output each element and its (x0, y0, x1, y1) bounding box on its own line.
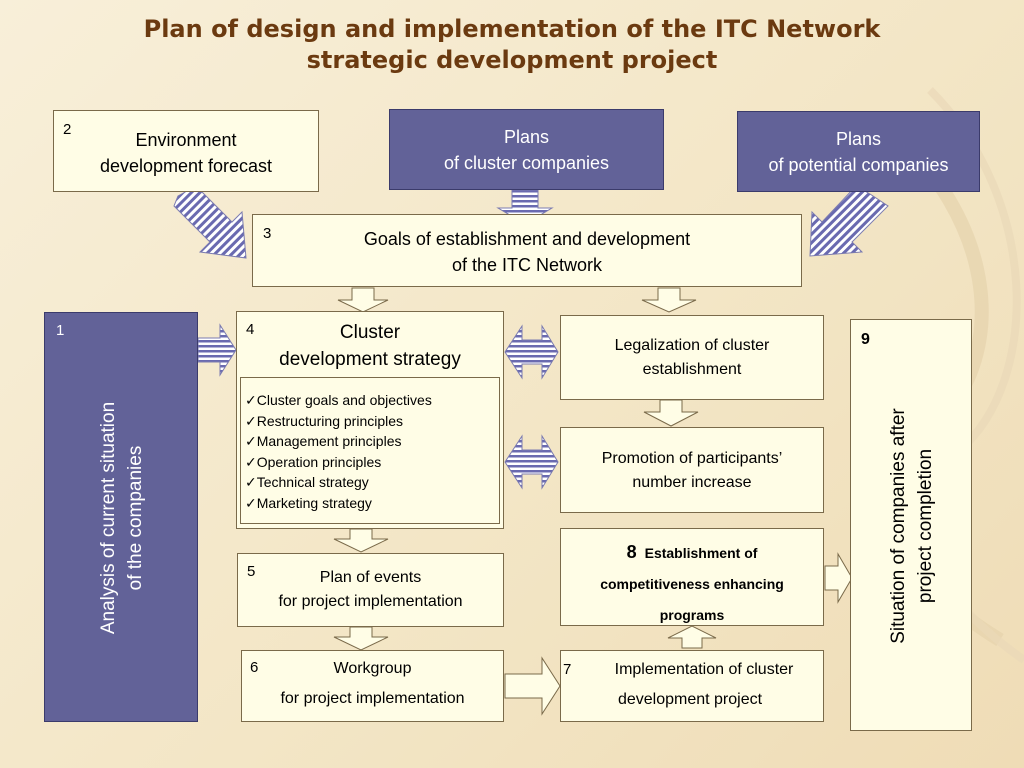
box-number: 7 (563, 661, 572, 678)
box-text-line: Cluster (339, 322, 401, 343)
list-item: Operation principles (245, 452, 499, 473)
arrow-forecast-to-goals (173, 185, 247, 259)
box-text-line: for project implementation (278, 593, 463, 610)
title-line-2: strategic development project (306, 46, 718, 74)
box-promotion: Promotion of participants’ number increa… (560, 427, 824, 513)
box-number: 1 (56, 322, 65, 339)
strategy-components-list: Cluster goals and objectives Restructuri… (240, 377, 500, 524)
list-item: Restructuring principles (245, 411, 499, 432)
box-text-line: programs (659, 607, 725, 623)
arrow-implementation-to-establishment (667, 625, 717, 649)
box-text-line: of the ITC Network (451, 255, 603, 275)
box-text-line: of potential companies (768, 155, 949, 175)
arrow-establishment-to-situation (824, 552, 853, 604)
list-item: Technical strategy (245, 472, 499, 493)
list-item: Cluster goals and objectives (245, 390, 499, 411)
box-cluster-strategy: 4 Cluster development strategy Cluster g… (236, 311, 504, 529)
arrow-strategy-promotion (504, 434, 559, 490)
arrow-analysis-to-strategy (197, 323, 237, 377)
arrow-potential-plans-to-goals (809, 185, 889, 257)
box-text-line: development strategy (279, 349, 461, 370)
box-text-line: Plan of events (319, 569, 422, 586)
box-text-line: Situation of companies after (888, 408, 909, 644)
box-legalization: Legalization of cluster establishment (560, 315, 824, 400)
box-situation-after-completion: 9 Situation of companies after project c… (850, 319, 972, 731)
box-plans-cluster-companies: Plans of cluster companies (389, 109, 664, 190)
box-text-line: development forecast (99, 156, 273, 176)
box-text-line: Plans (503, 127, 550, 147)
diagram-title: Plan of design and implementation of the… (0, 14, 1024, 76)
box-text-line: Workgroup (333, 660, 412, 677)
arrow-legalization-to-promotion (643, 399, 699, 427)
box-establishment-programs: 8 Establishment of competitiveness enhanc… (560, 528, 824, 626)
box-text-line: establishment (642, 361, 742, 378)
box-text-line: Goals of establishment and development (363, 229, 691, 249)
arrow-goals-to-strategy (337, 287, 389, 313)
box-text-line: for project implementation (280, 690, 465, 707)
box-text-line: Implementation of cluster (614, 661, 794, 678)
arrow-strategy-legalization (504, 324, 559, 380)
box-text-line: project completion (915, 448, 936, 604)
box-implementation: 7 Implementation of cluster development … (560, 650, 824, 722)
box-number: 3 (263, 225, 272, 242)
title-line-1: Plan of design and implementation of the… (143, 15, 881, 43)
box-number: 8 (626, 542, 637, 562)
box-number: 5 (247, 563, 256, 580)
arrow-strategy-to-events (333, 528, 389, 553)
box-number: 9 (861, 331, 870, 348)
box-plans-potential-companies: Plans of potential companies (737, 111, 980, 192)
box-text-line: development project (617, 691, 763, 708)
box-text-line: of cluster companies (443, 153, 610, 173)
arrow-goals-to-legalization (641, 287, 697, 313)
arrow-workgroup-to-implementation (504, 656, 561, 716)
box-goals: 3 Goals of establishment and development… (252, 214, 802, 287)
box-text-line: Analysis of current situation (98, 401, 119, 635)
box-text-line: Environment (135, 130, 237, 150)
box-text-line: of the companies (125, 445, 146, 591)
box-plan-of-events: 5 Plan of events for project implementat… (237, 553, 504, 627)
box-number: 4 (246, 321, 255, 338)
list-item: Management principles (245, 431, 499, 452)
box-analysis-current-situation: 1 Analysis of current situation of the c… (44, 312, 198, 722)
box-text-line: Promotion of participants’ (601, 450, 783, 467)
box-text-line: Establishment of (644, 545, 758, 561)
box-number: 6 (250, 659, 259, 676)
box-text-line: Legalization of cluster (614, 337, 770, 354)
box-number: 2 (63, 121, 72, 138)
box-text-line: competitiveness enhancing (600, 576, 784, 592)
box-environment-forecast: 2 Environment development forecast (53, 110, 319, 192)
box-text-line: number increase (632, 474, 752, 491)
arrow-events-to-workgroup (333, 626, 389, 651)
box-text-line: Plans (835, 129, 882, 149)
list-item: Marketing strategy (245, 493, 499, 514)
box-workgroup: 6 Workgroup for project implementation (241, 650, 504, 722)
